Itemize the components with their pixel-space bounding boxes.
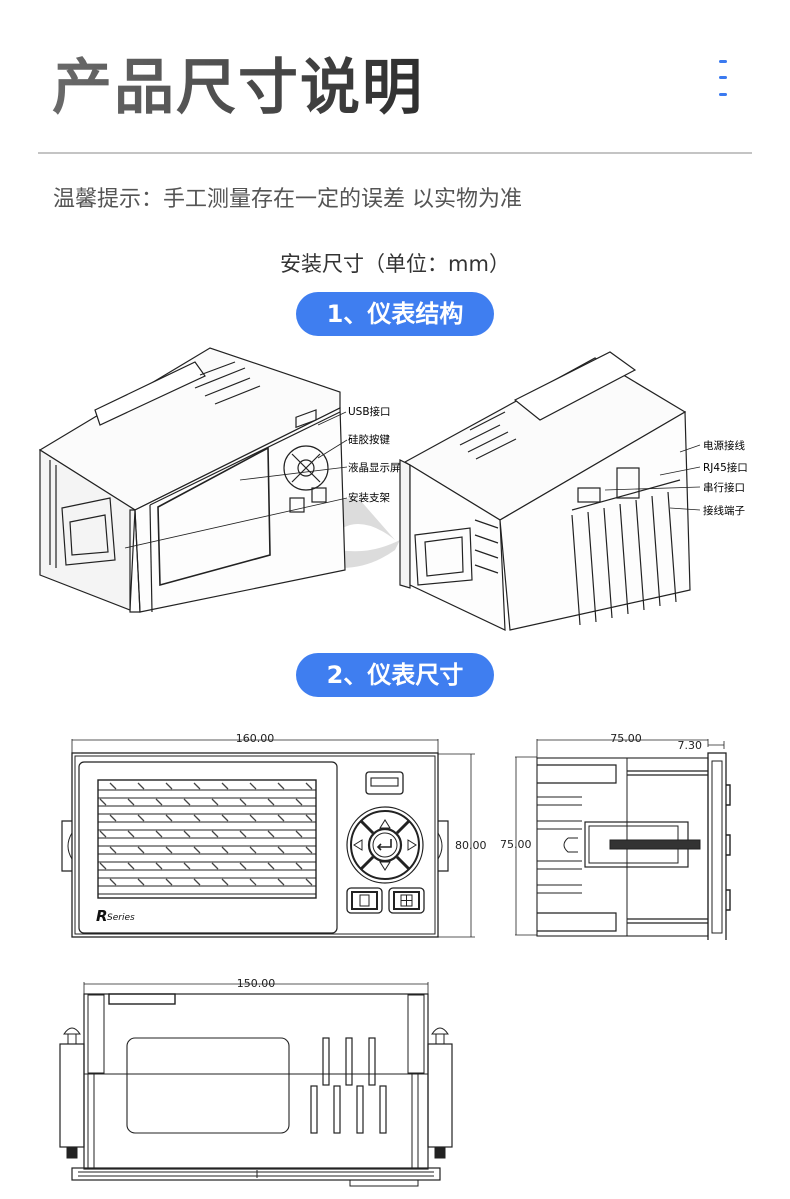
callout-terminal-block: 接线端子 [703,504,745,517]
dash-mark [719,76,727,79]
dimension-height-80: 80.00 [455,839,487,852]
dash-mark [719,93,727,96]
screen-hatch-lines [98,789,316,895]
section-badge-structure: 1、仪表结构 [296,292,494,336]
callout-silicone-keys: 硅胶按键 [348,433,390,446]
rear-callout-lines [604,444,701,511]
screen-glare-marks [99,782,313,886]
structure-illustration: 世敏 USB接口 硅胶按键 液晶显示屏 安装支架 [38,347,748,631]
page-title: 产品尺寸说明 [52,53,424,123]
dimension-flange-7-30: 7.30 [678,739,703,752]
section-badge-dimensions: 2、仪表尺寸 [296,653,494,697]
dimension-width-160: 160.00 [236,732,275,745]
side-view-drawing: 75.00 7.30 75.00 [500,732,731,940]
rear-isometric-meter [399,351,691,631]
callout-power-wiring: 电源接线 [703,439,745,452]
dimension-depth-75: 75.00 [610,732,642,745]
callout-rj45-port: RJ45接口 [703,461,748,474]
front-callout-lines [124,411,348,549]
unit-label: 安装尺寸（单位：mm） [280,252,510,276]
function-button-left-icon [346,887,383,914]
r-series-logo: R Series [96,907,135,925]
callout-usb-port: USB接口 [348,405,391,418]
measurement-notice: 温馨提示：手工测量存在一定的误差 以实物为准 [53,187,522,212]
navigation-keypad-icon [346,806,424,884]
usb-port-icon [365,771,404,795]
callout-serial-port: 串行接口 [703,481,745,494]
callout-mounting-bracket: 安装支架 [348,491,390,504]
brand-letter: R [96,907,108,925]
divider [38,152,752,154]
dimension-top-width-150: 150.00 [237,977,276,990]
front-isometric-meter [38,347,346,613]
dash-mark [719,60,727,63]
dimension-side-height-75: 75.00 [500,838,532,851]
front-view-drawing: 160.00 80.00 R Series [61,732,487,938]
function-button-right-icon [388,887,425,914]
top-view-drawing: 150.00 [59,977,453,1187]
brand-suffix: Series [107,913,135,923]
callout-lcd-screen: 液晶显示屏 [348,461,401,474]
